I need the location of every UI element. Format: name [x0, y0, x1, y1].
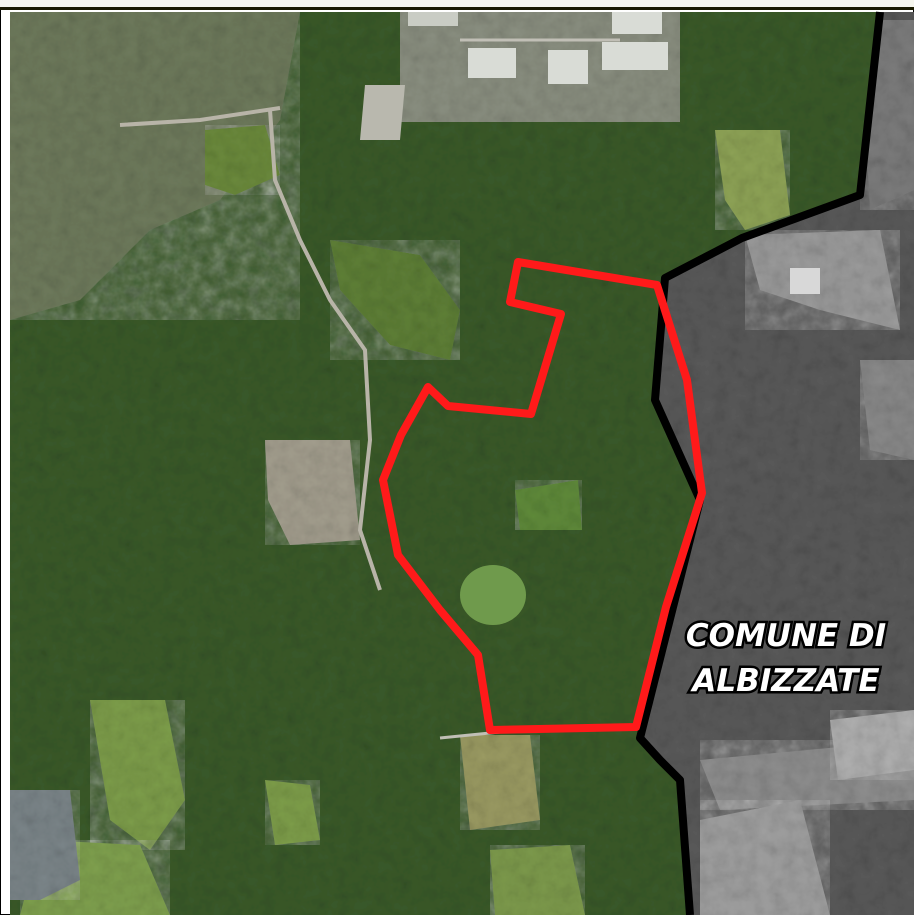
- municipality-label-line1: COMUNE DI: [686, 618, 886, 654]
- municipal-boundary-line: [636, 11, 884, 915]
- municipality-label-line2: ALBIZZATE: [689, 663, 879, 699]
- top-border-rule: [0, 0, 914, 10]
- municipality-label: COMUNE DI ALBIZZATE: [683, 616, 888, 702]
- study-area-outline: [379, 258, 706, 734]
